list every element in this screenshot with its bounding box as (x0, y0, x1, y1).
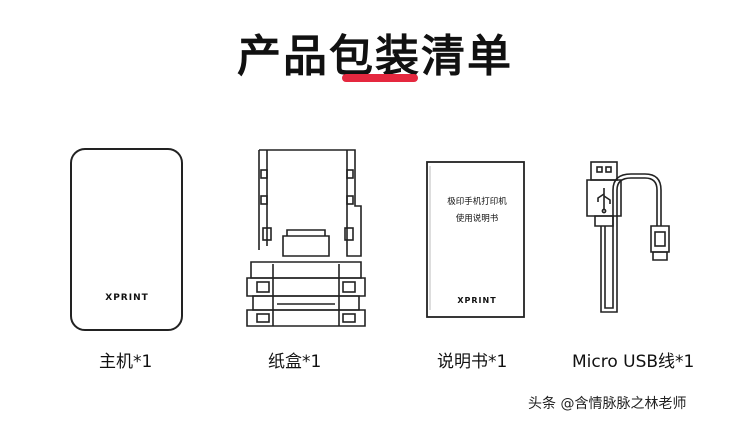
item-label-manual: 说明书*1 (437, 352, 508, 372)
manual-brand-text: XPRINT (457, 296, 496, 305)
usb-cable-icon (586, 161, 670, 313)
manual-title-line2: 使用说明书 (456, 213, 499, 224)
printer-icon: XPRINT (70, 148, 183, 331)
paper-box-icon (246, 149, 366, 327)
manual-icon: 极印手机打印机 使用说明书 XPRINT (426, 161, 525, 318)
watermark-text: 头条 @含情脉脉之林老师 (528, 396, 687, 412)
item-label-usb-cable: Micro USB线*1 (572, 352, 695, 372)
printer-brand-text: XPRINT (105, 293, 149, 303)
manual-title-line1: 极印手机打印机 (447, 196, 507, 207)
page-title: 产品包装清单 (237, 31, 513, 82)
title-underline (342, 74, 418, 82)
item-label-host: 主机*1 (99, 352, 153, 372)
item-label-paper-box: 纸盒*1 (268, 352, 322, 372)
